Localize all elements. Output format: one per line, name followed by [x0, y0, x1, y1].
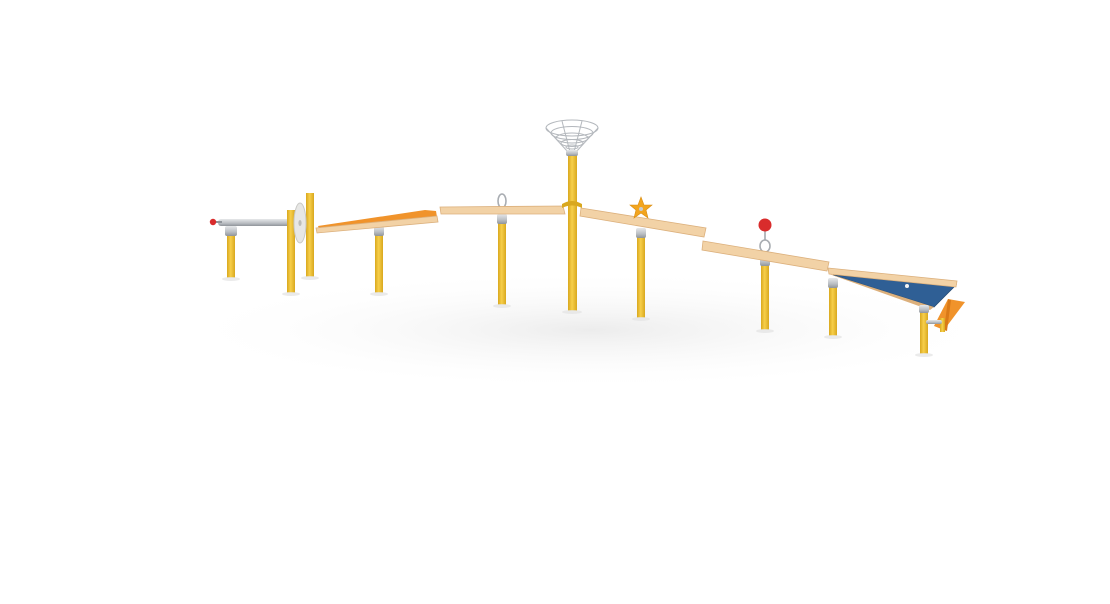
post	[498, 220, 506, 305]
spiral-funnel-icon	[545, 119, 599, 153]
post	[568, 150, 577, 311]
spiral-funnel-unit	[545, 119, 599, 311]
post-right-collar	[919, 305, 929, 313]
post-shadows	[222, 276, 933, 357]
crank-handle-icon	[209, 218, 217, 226]
exit-tray-lip	[944, 299, 951, 331]
wood-plank	[701, 240, 830, 272]
tray-bracket	[926, 320, 942, 324]
post-collar	[636, 228, 646, 238]
chute-plank-3	[579, 196, 707, 318]
post-collar	[497, 214, 507, 224]
panel-marble	[905, 284, 909, 288]
red-ball-icon	[758, 218, 772, 232]
wood-plank	[315, 215, 439, 234]
spinning-disc-unit	[287, 193, 314, 293]
post-right	[306, 193, 314, 277]
panel-top-edge	[827, 267, 958, 288]
post	[637, 233, 645, 318]
chute-plank-4	[701, 218, 830, 330]
panel-side-edge	[829, 274, 934, 310]
post-left-collar	[828, 278, 838, 288]
funnel-neck	[566, 150, 578, 156]
post	[227, 228, 235, 278]
post-collar	[374, 226, 384, 236]
post-right	[920, 310, 928, 354]
post-left	[829, 284, 837, 336]
post-left	[287, 210, 295, 293]
blue-slope-unit	[827, 267, 965, 354]
ball-ring	[759, 239, 771, 253]
wood-plank	[579, 207, 707, 238]
post	[761, 262, 769, 330]
crank-handle-unit	[209, 218, 290, 278]
star-wheel-icon	[629, 196, 653, 219]
post	[375, 232, 383, 293]
ring-loop-icon	[497, 193, 507, 209]
crank-shaft	[218, 219, 290, 226]
post-collar	[225, 226, 237, 236]
disc-hub	[298, 220, 302, 226]
chute-plank-1	[315, 210, 439, 293]
wood-plank	[439, 205, 566, 215]
tray-support	[940, 318, 945, 332]
floor-shadow	[170, 270, 1010, 390]
post-bracket	[562, 201, 582, 208]
chute-plank-2	[439, 193, 566, 305]
